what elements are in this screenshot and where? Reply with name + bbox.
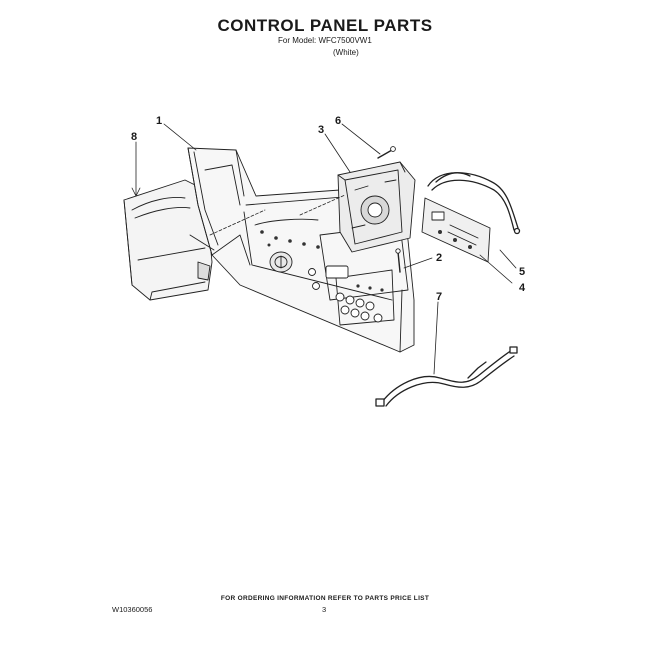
- screw-part: [377, 146, 396, 159]
- callout-leaders: [131, 123, 517, 375]
- callout-3: 3: [318, 124, 324, 136]
- callout-4: 4: [519, 282, 526, 294]
- dispenser-drawer-part: [123, 179, 213, 301]
- pin-part: [395, 248, 401, 273]
- callout-6: 6: [335, 115, 341, 127]
- control-board-housing-part: [337, 161, 416, 253]
- callout-8: 8: [131, 131, 137, 143]
- model-number: For Model: WFC7500VW1: [278, 36, 372, 45]
- console-buttons: [308, 265, 383, 323]
- wire-harness-lower-part: [375, 346, 518, 407]
- document-number: W10360056: [112, 605, 153, 614]
- page-title: CONTROL PANEL PARTS: [217, 16, 433, 35]
- cycle-selector-knob: [269, 251, 293, 273]
- model-color: (White): [333, 48, 359, 57]
- wire-harness-upper-part: [427, 172, 521, 235]
- callout-1: 1: [156, 115, 162, 127]
- ordering-note: FOR ORDERING INFORMATION REFER TO PARTS …: [220, 595, 430, 602]
- callout-7: 7: [436, 291, 442, 303]
- callout-2: 2: [436, 252, 442, 264]
- callout-5: 5: [519, 266, 525, 278]
- ui-board-part: [421, 197, 491, 263]
- page-number: 3: [322, 605, 327, 614]
